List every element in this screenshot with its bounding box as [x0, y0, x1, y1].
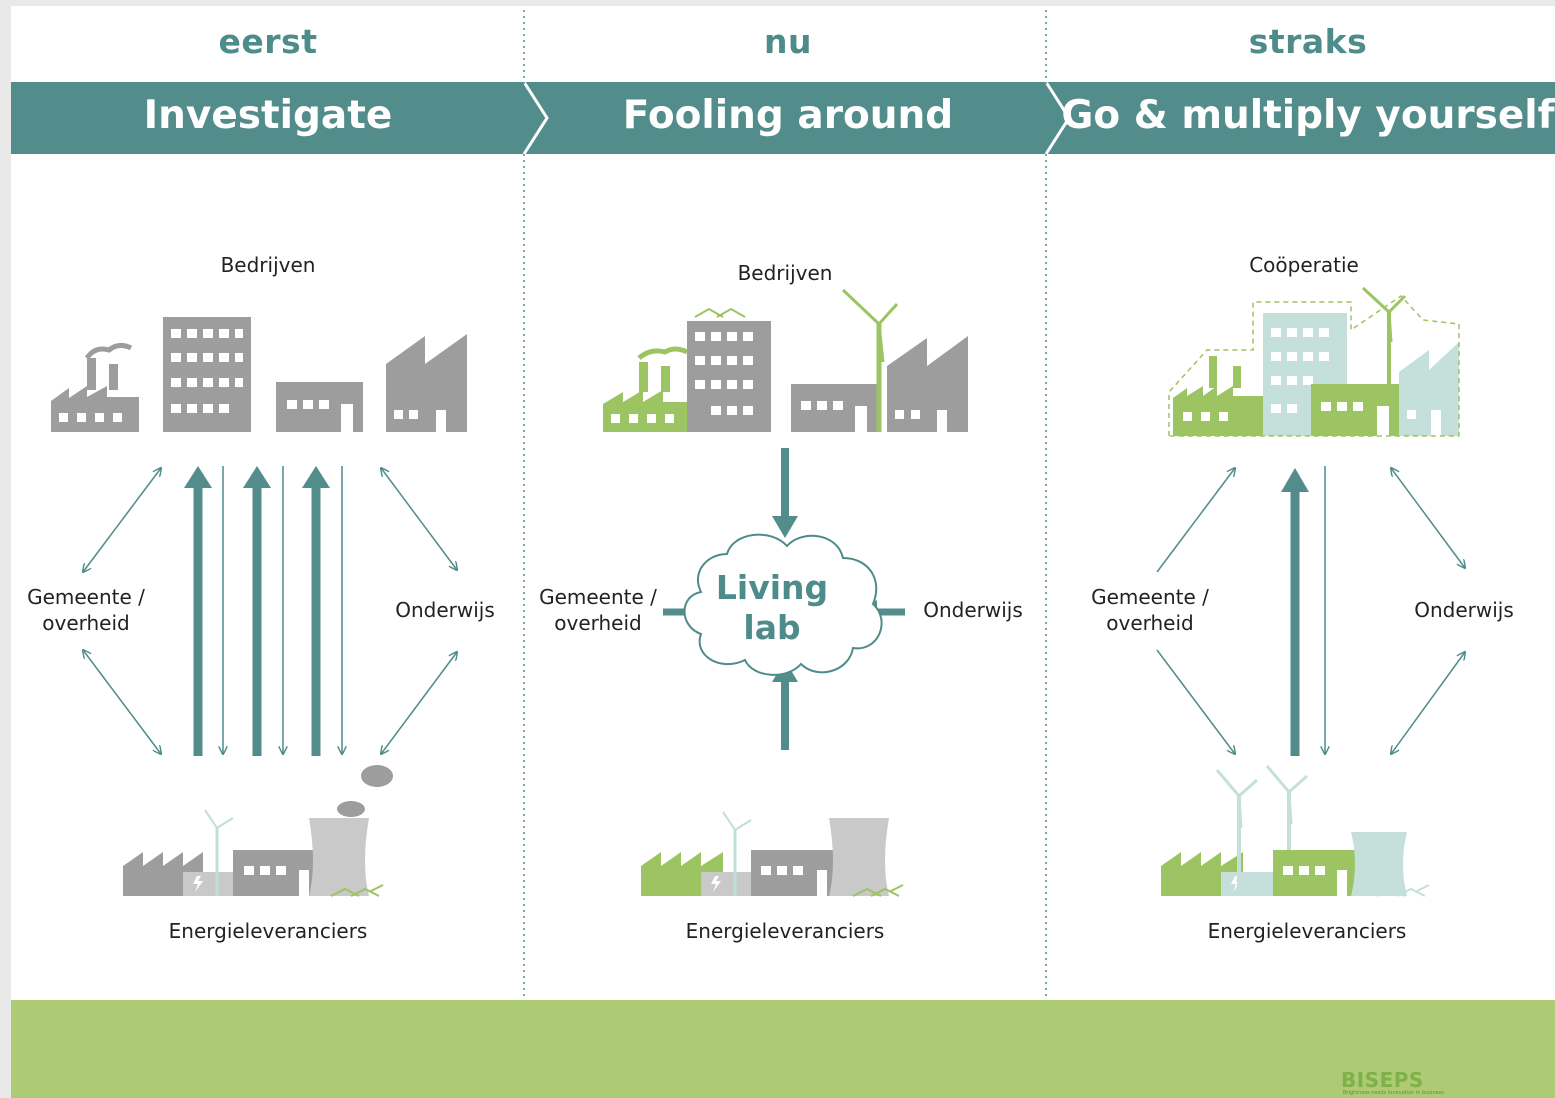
- left-companies-icon: [51, 317, 467, 432]
- middle-companies-label: Bedrijven: [737, 261, 833, 285]
- living-lab-line-2: lab: [743, 608, 801, 647]
- phase-title-go-multiply: Go & multiply yourself: [1061, 93, 1555, 138]
- footer-band: [11, 1000, 1555, 1098]
- living-lab-line-1: Living: [715, 568, 829, 607]
- left-government-label-1: Gemeente /: [27, 585, 145, 609]
- column-label-first: eerst: [218, 22, 318, 61]
- middle-education-label: Onderwijs: [923, 598, 1023, 622]
- biseps-logo-subtitle: Brightness needs innovation in business: [1343, 1090, 1444, 1096]
- right-cooperative-label: Coöperatie: [1249, 253, 1359, 277]
- middle-companies-icon: [603, 288, 968, 432]
- right-cooperative-icon: [1168, 286, 1460, 437]
- middle-energy-icon: [641, 811, 904, 897]
- left-arrows: [83, 466, 457, 756]
- right-education-label: Onderwijs: [1414, 598, 1514, 622]
- phase-title-investigate: Investigate: [143, 93, 393, 138]
- phase-title-fooling-around: Fooling around: [622, 93, 954, 138]
- right-government-label-1: Gemeente /: [1091, 585, 1209, 609]
- column-label-now: nu: [764, 22, 812, 61]
- biseps-logo-text: BISEPS: [1341, 1068, 1424, 1092]
- middle-government-label-2: overheid: [554, 611, 642, 635]
- right-energy-label: Energieleveranciers: [1207, 919, 1407, 943]
- right-government-label-2: overheid: [1106, 611, 1194, 635]
- column-label-later: straks: [1248, 22, 1368, 61]
- right-arrows: [1156, 466, 1465, 756]
- left-energy-label: Energieleveranciers: [168, 919, 368, 943]
- living-lab-label: Living lab: [697, 568, 847, 648]
- infographic: ★ ★ ★ ★ ★ ★ ★ ★ ★ ★ ★ ★ eerst nu straks …: [11, 6, 1555, 1098]
- cloud-icon: [683, 533, 883, 676]
- left-education-label: Onderwijs: [395, 598, 495, 622]
- left-government-label-2: overheid: [42, 611, 130, 635]
- left-companies-label: Bedrijven: [220, 253, 316, 277]
- left-energy-icon: [123, 765, 393, 897]
- middle-government-label-1: Gemeente /: [539, 585, 657, 609]
- right-energy-icon: [1161, 765, 1430, 897]
- middle-energy-label: Energieleveranciers: [685, 919, 885, 943]
- header-band: [11, 81, 1555, 155]
